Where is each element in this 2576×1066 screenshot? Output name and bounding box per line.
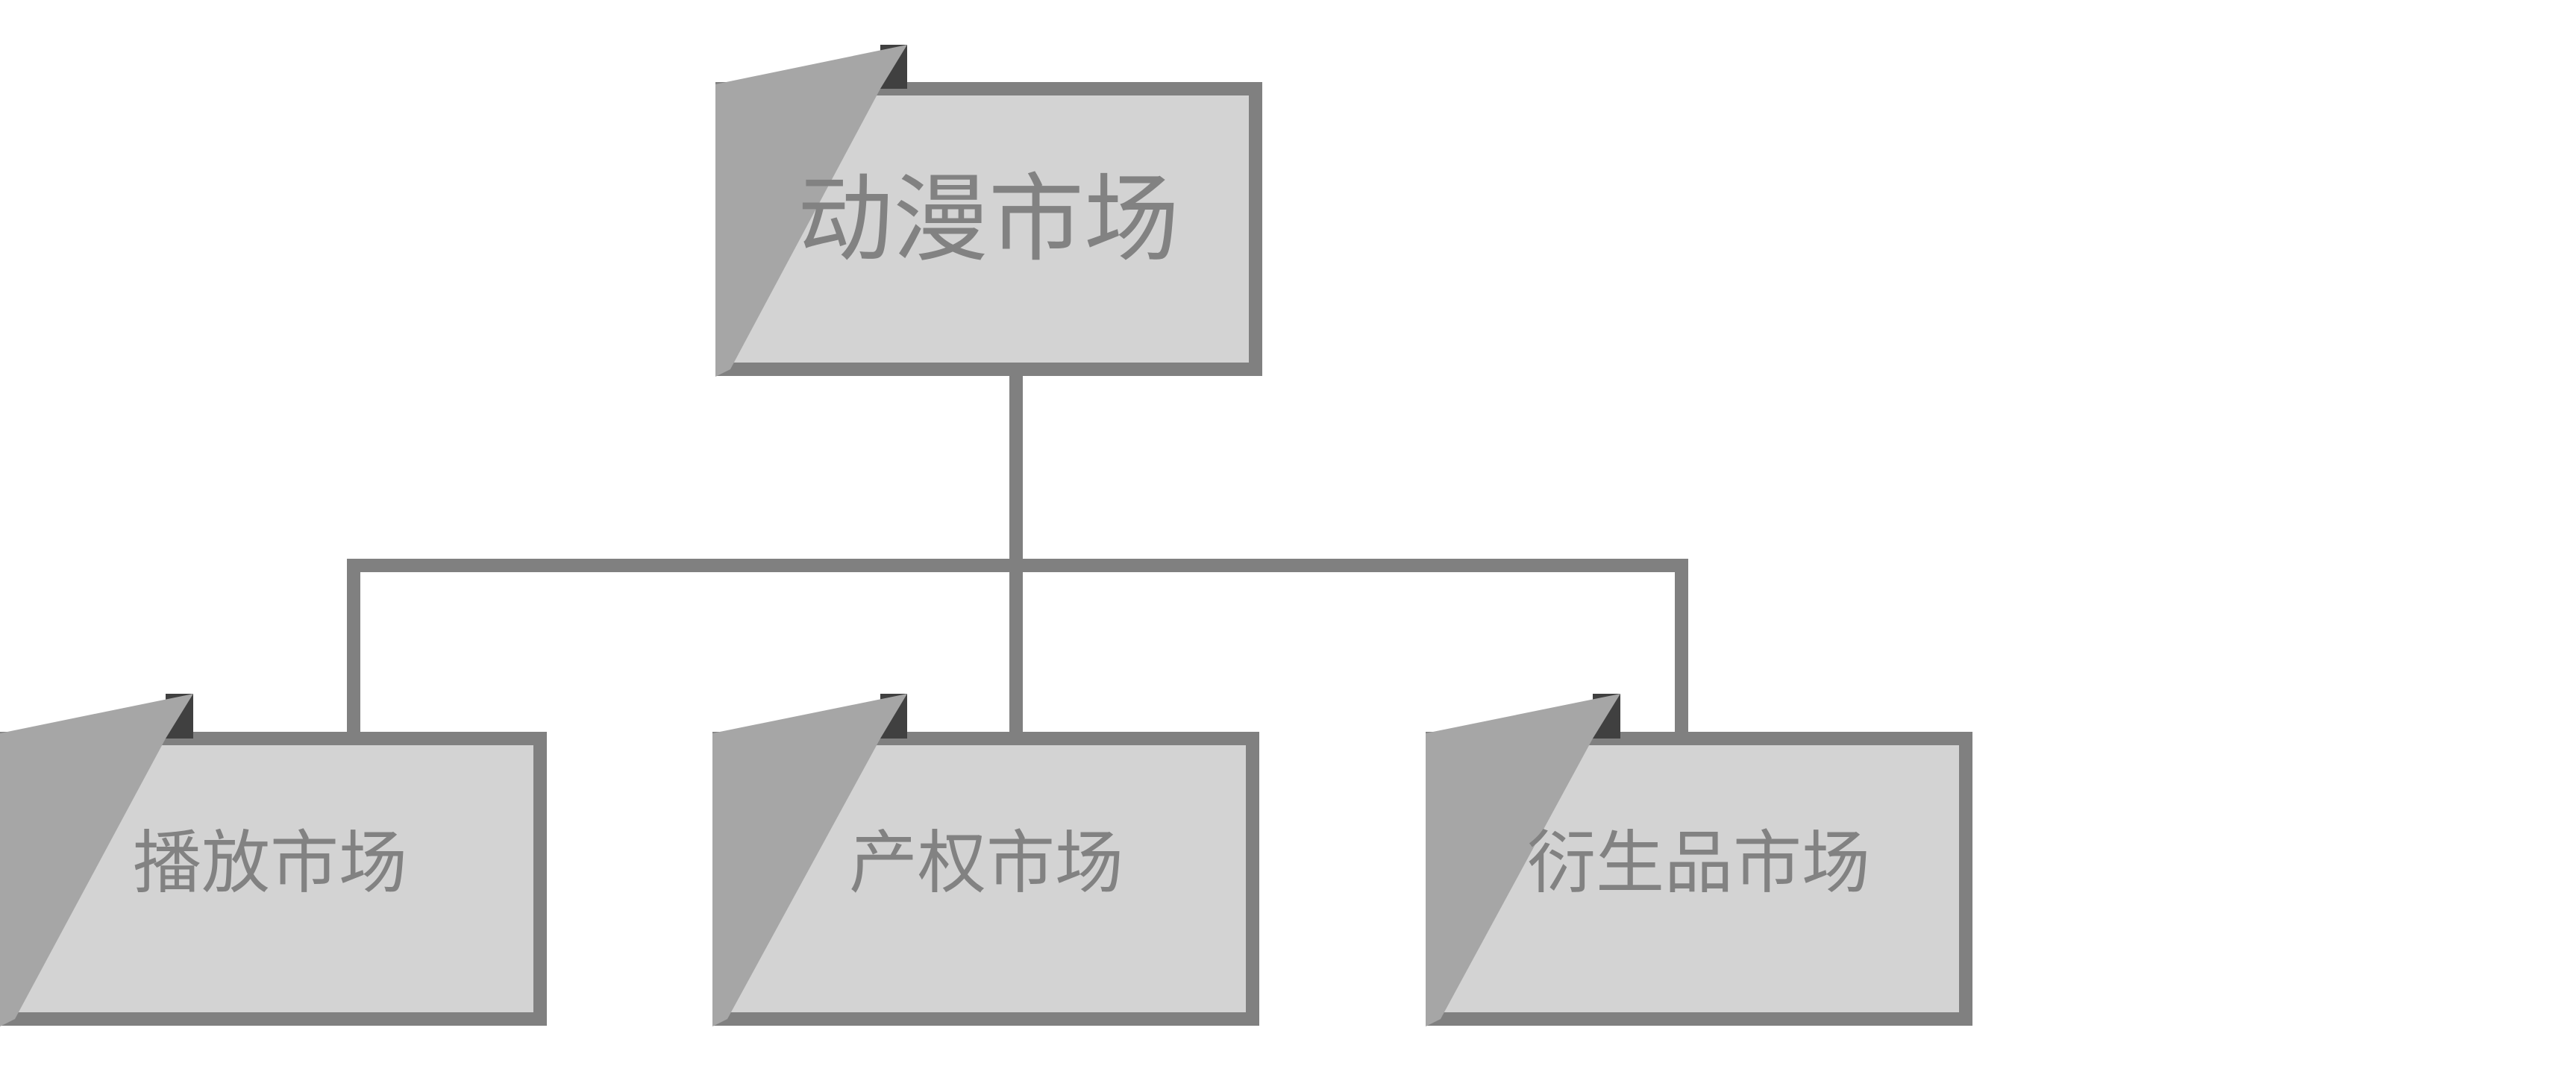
connector-root-stem [1009,369,1023,565]
connector-right-drop [1675,559,1688,732]
child-node-label: 播放市场 [133,823,407,903]
child-node: 衍生品市场 [1426,694,1972,1026]
child-node: 播放市场 [0,694,547,1026]
connector-lines [347,369,1688,732]
root-node-tab [715,45,907,377]
child-node-label: 产权市场 [849,823,1124,903]
root-node-label: 动漫市场 [797,164,1179,275]
child-node-tab [1426,694,1620,1026]
child-node-tab [712,694,907,1026]
child-node: 产权市场 [712,694,1259,1026]
connector-left-drop [347,559,360,732]
child-node-label: 衍生品市场 [1527,823,1870,903]
root-node: 动漫市场 [715,45,1262,377]
child-node-tab [0,694,193,1026]
connector-middle-drop [1009,565,1023,732]
